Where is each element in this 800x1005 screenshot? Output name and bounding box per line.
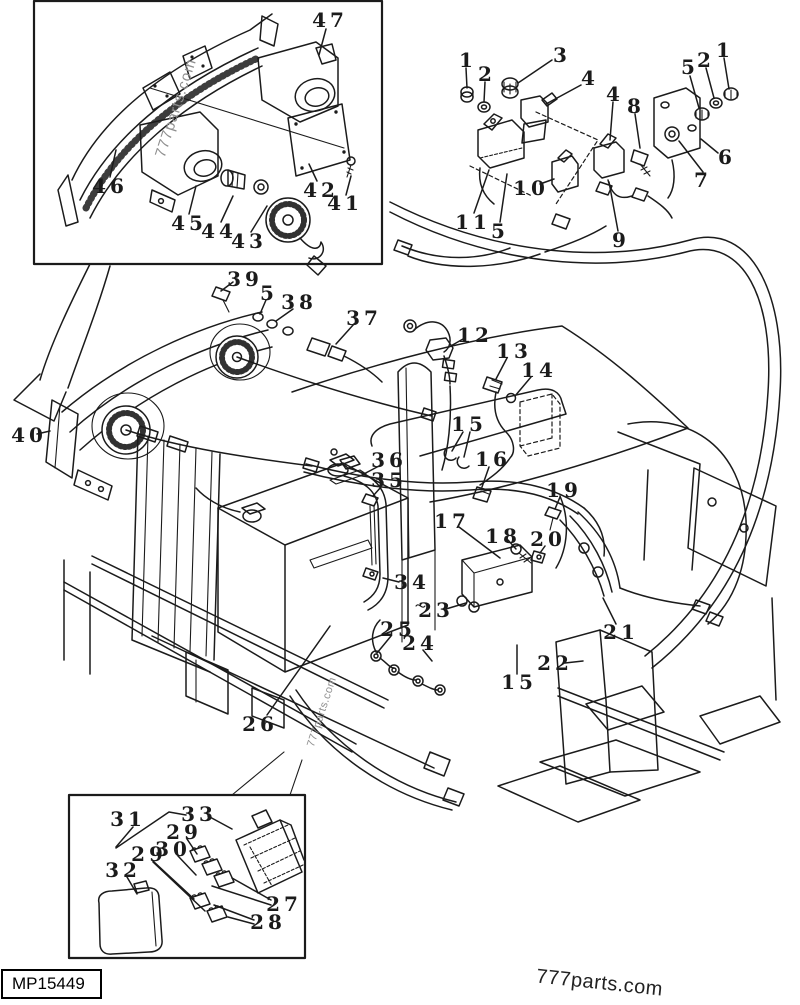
callout-10: 10	[513, 176, 549, 200]
callout-41: 41	[327, 191, 363, 215]
callout-44: 44	[201, 219, 237, 243]
callout-36: 36	[371, 448, 407, 472]
callout-40: 40	[11, 423, 47, 447]
callout-25: 25	[380, 617, 416, 641]
callout-8: 8	[627, 94, 645, 118]
callout-24: 24	[402, 631, 438, 655]
callout-29: 29	[166, 820, 202, 844]
callout-38: 38	[281, 290, 317, 314]
callout-23: 23	[418, 598, 454, 622]
callout-37: 37	[346, 306, 382, 330]
callout-5: 5	[681, 55, 699, 79]
leader-lines	[36, 28, 730, 925]
inset-headlight-assembly	[32, 0, 384, 276]
callout-7: 7	[694, 168, 712, 192]
part-code-label: MP15449	[12, 974, 85, 993]
callout-34: 34	[394, 570, 430, 594]
callout-12: 12	[457, 323, 493, 347]
callout-26: 26	[242, 712, 278, 736]
callout-35: 35	[371, 468, 407, 492]
callout-9: 9	[612, 228, 630, 252]
callout-15: 15	[451, 412, 487, 436]
callout-5: 5	[260, 281, 278, 305]
callout-16: 16	[475, 447, 511, 471]
callout-30: 30	[155, 837, 191, 861]
callout-20: 20	[530, 527, 566, 551]
callout-28: 28	[250, 910, 286, 934]
callout-2: 2	[478, 62, 496, 86]
callout-21: 21	[603, 620, 639, 644]
callout-32: 32	[105, 858, 141, 882]
callout-2: 2	[697, 48, 715, 72]
part-code-box: MP15449	[1, 969, 102, 999]
callout-13: 13	[496, 339, 532, 363]
callout-18: 18	[485, 524, 521, 548]
callout-46: 46	[92, 174, 128, 198]
callout-43: 43	[231, 229, 267, 253]
callout-4: 4	[581, 66, 599, 90]
callout-29: 29	[131, 842, 167, 866]
callout-17: 17	[434, 509, 470, 533]
main-assembly	[13, 201, 782, 823]
callout-1: 1	[459, 48, 477, 72]
callout-33: 33	[181, 802, 217, 826]
callout-6: 6	[718, 145, 736, 169]
callout-45: 45	[171, 211, 207, 235]
relay-switch-cluster	[393, 77, 739, 268]
callout-47: 47	[312, 8, 348, 32]
callout-27: 27	[266, 892, 302, 916]
callout-4: 4	[606, 82, 624, 106]
callout-42: 42	[303, 178, 339, 202]
callout-3: 3	[553, 43, 571, 67]
callout-14: 14	[521, 358, 557, 382]
callout-1: 1	[716, 38, 734, 62]
callout-5: 5	[491, 219, 509, 243]
callout-39: 39	[227, 267, 263, 291]
callout-11: 11	[455, 210, 491, 234]
callout-22: 22	[537, 651, 573, 675]
callout-15: 15	[501, 670, 537, 694]
callout-31: 31	[110, 807, 146, 831]
callout-19: 19	[546, 478, 582, 502]
